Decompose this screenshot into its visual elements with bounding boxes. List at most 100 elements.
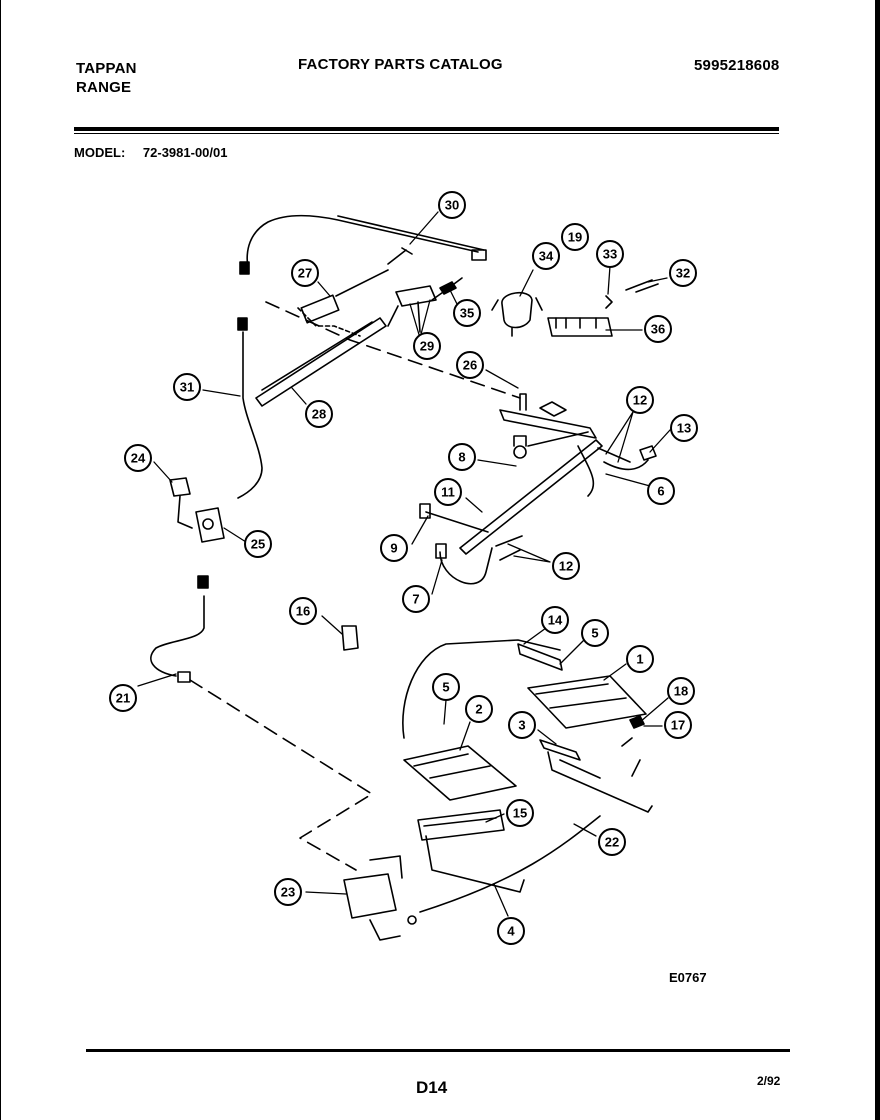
burner-15: [417, 809, 505, 841]
leader-18: [639, 697, 669, 723]
page-number: D14: [416, 1078, 448, 1097]
callout-circle-17: [664, 711, 692, 739]
callout-circle-6: [647, 477, 675, 505]
callout-label-22: 22: [605, 835, 619, 850]
callout-label-14: 14: [548, 613, 563, 628]
leader-6: [605, 473, 651, 487]
burner-tube-11: [459, 439, 603, 555]
callout-label-32: 32: [676, 266, 690, 281]
bracket-24: [169, 477, 191, 497]
leader-9: [411, 515, 429, 545]
burner-1-ribs: [535, 683, 627, 709]
callout-label-19: 19: [568, 230, 582, 245]
leader-33: [607, 265, 611, 295]
callout-circle-21: [109, 684, 137, 712]
callout-label-15: 15: [513, 806, 527, 821]
thermocouple-tube: [246, 214, 479, 269]
callout-label-12: 12: [633, 393, 647, 408]
callout-label-36: 36: [651, 322, 665, 337]
leader-7: [431, 559, 443, 595]
leader-5-top: [559, 637, 587, 665]
tube-22-detail: [559, 759, 601, 779]
callout-label-4: 4: [507, 924, 515, 939]
leader-21: [137, 673, 177, 687]
leader-28: [291, 387, 307, 405]
pilot-tube: [335, 269, 389, 297]
leader-1: [603, 663, 627, 681]
callout-circle-36: [644, 315, 672, 343]
pilot-rail: [255, 317, 387, 407]
spark-switch: [501, 292, 533, 329]
callout-circle-5: [432, 673, 460, 701]
fitting-21: [177, 671, 191, 683]
callout-label-12: 12: [559, 559, 573, 574]
callout-label-3: 3: [518, 718, 525, 733]
leader-4: [493, 883, 509, 917]
leader-12-top: [605, 411, 634, 463]
screw-33: [605, 295, 613, 309]
callout-circle-2: [465, 695, 493, 723]
callout-label-2: 2: [475, 702, 482, 717]
callout-circle-1: [626, 645, 654, 673]
assembly-line-dashed: [265, 301, 521, 399]
leader-26: [485, 369, 519, 389]
valve-8: [513, 445, 527, 459]
igniter-7: [435, 543, 447, 559]
leader-24: [153, 461, 173, 483]
brand-block: TAPPAN RANGE: [76, 59, 137, 97]
header-rule-thin: [74, 133, 779, 134]
product-type: RANGE: [76, 79, 132, 96]
callout-label-28: 28: [312, 407, 326, 422]
callout-circle-8: [448, 443, 476, 471]
leader-13: [649, 429, 671, 453]
leader-5-left: [443, 699, 447, 725]
callout-label-33: 33: [603, 247, 617, 262]
callout-label-21: 21: [116, 691, 130, 706]
callout-circle-7: [402, 585, 430, 613]
callout-label-5: 5: [442, 680, 449, 695]
callout-circle-32: [669, 259, 697, 287]
callout-circle-11: [434, 478, 462, 506]
wire-13: [603, 459, 649, 471]
ignitor-leads: [387, 301, 421, 333]
clip-13: [639, 445, 657, 461]
callout-circle-9: [380, 534, 408, 562]
callout-label-16: 16: [296, 604, 310, 619]
pilot-rail-edge: [261, 321, 373, 391]
catalog-number: 5995218608: [694, 57, 780, 74]
callout-label-30: 30: [445, 198, 459, 213]
fitting-31-top: [237, 317, 248, 331]
tube-21: [150, 595, 205, 677]
callout-circle-12: [626, 386, 654, 414]
leader-29: [409, 299, 431, 339]
brand-name: TAPPAN: [76, 60, 137, 77]
pilot-bracket: [300, 294, 340, 324]
burner-1: [527, 675, 647, 729]
manifold-head: [499, 409, 597, 439]
switch-contacts: [555, 317, 597, 329]
callout-circle-28: [305, 400, 333, 428]
guide-dashed: [297, 307, 361, 337]
leader-2: [459, 721, 471, 751]
igniter-9: [419, 503, 431, 519]
ignitor-body: [395, 285, 437, 307]
callout-circle-34: [532, 242, 560, 270]
callout-circle-3: [508, 711, 536, 739]
callout-label-29: 29: [420, 339, 434, 354]
wire-6: [577, 445, 595, 497]
model-label: MODEL:: [74, 145, 126, 160]
part-16: [341, 625, 359, 651]
tube-4: [425, 835, 525, 893]
burner-2: [403, 745, 517, 801]
callout-label-17: 17: [671, 718, 685, 733]
callout-circle-13: [670, 414, 698, 442]
burner-15-rib: [423, 817, 497, 827]
callout-circle-12: [552, 552, 580, 580]
catalog-title: FACTORY PARTS CATALOG: [298, 56, 503, 73]
callout-label-8: 8: [458, 450, 465, 465]
callout-label-1: 1: [636, 652, 643, 667]
leader-3: [537, 729, 557, 745]
callout-circle-15: [506, 799, 534, 827]
callout-circle-23: [274, 878, 302, 906]
